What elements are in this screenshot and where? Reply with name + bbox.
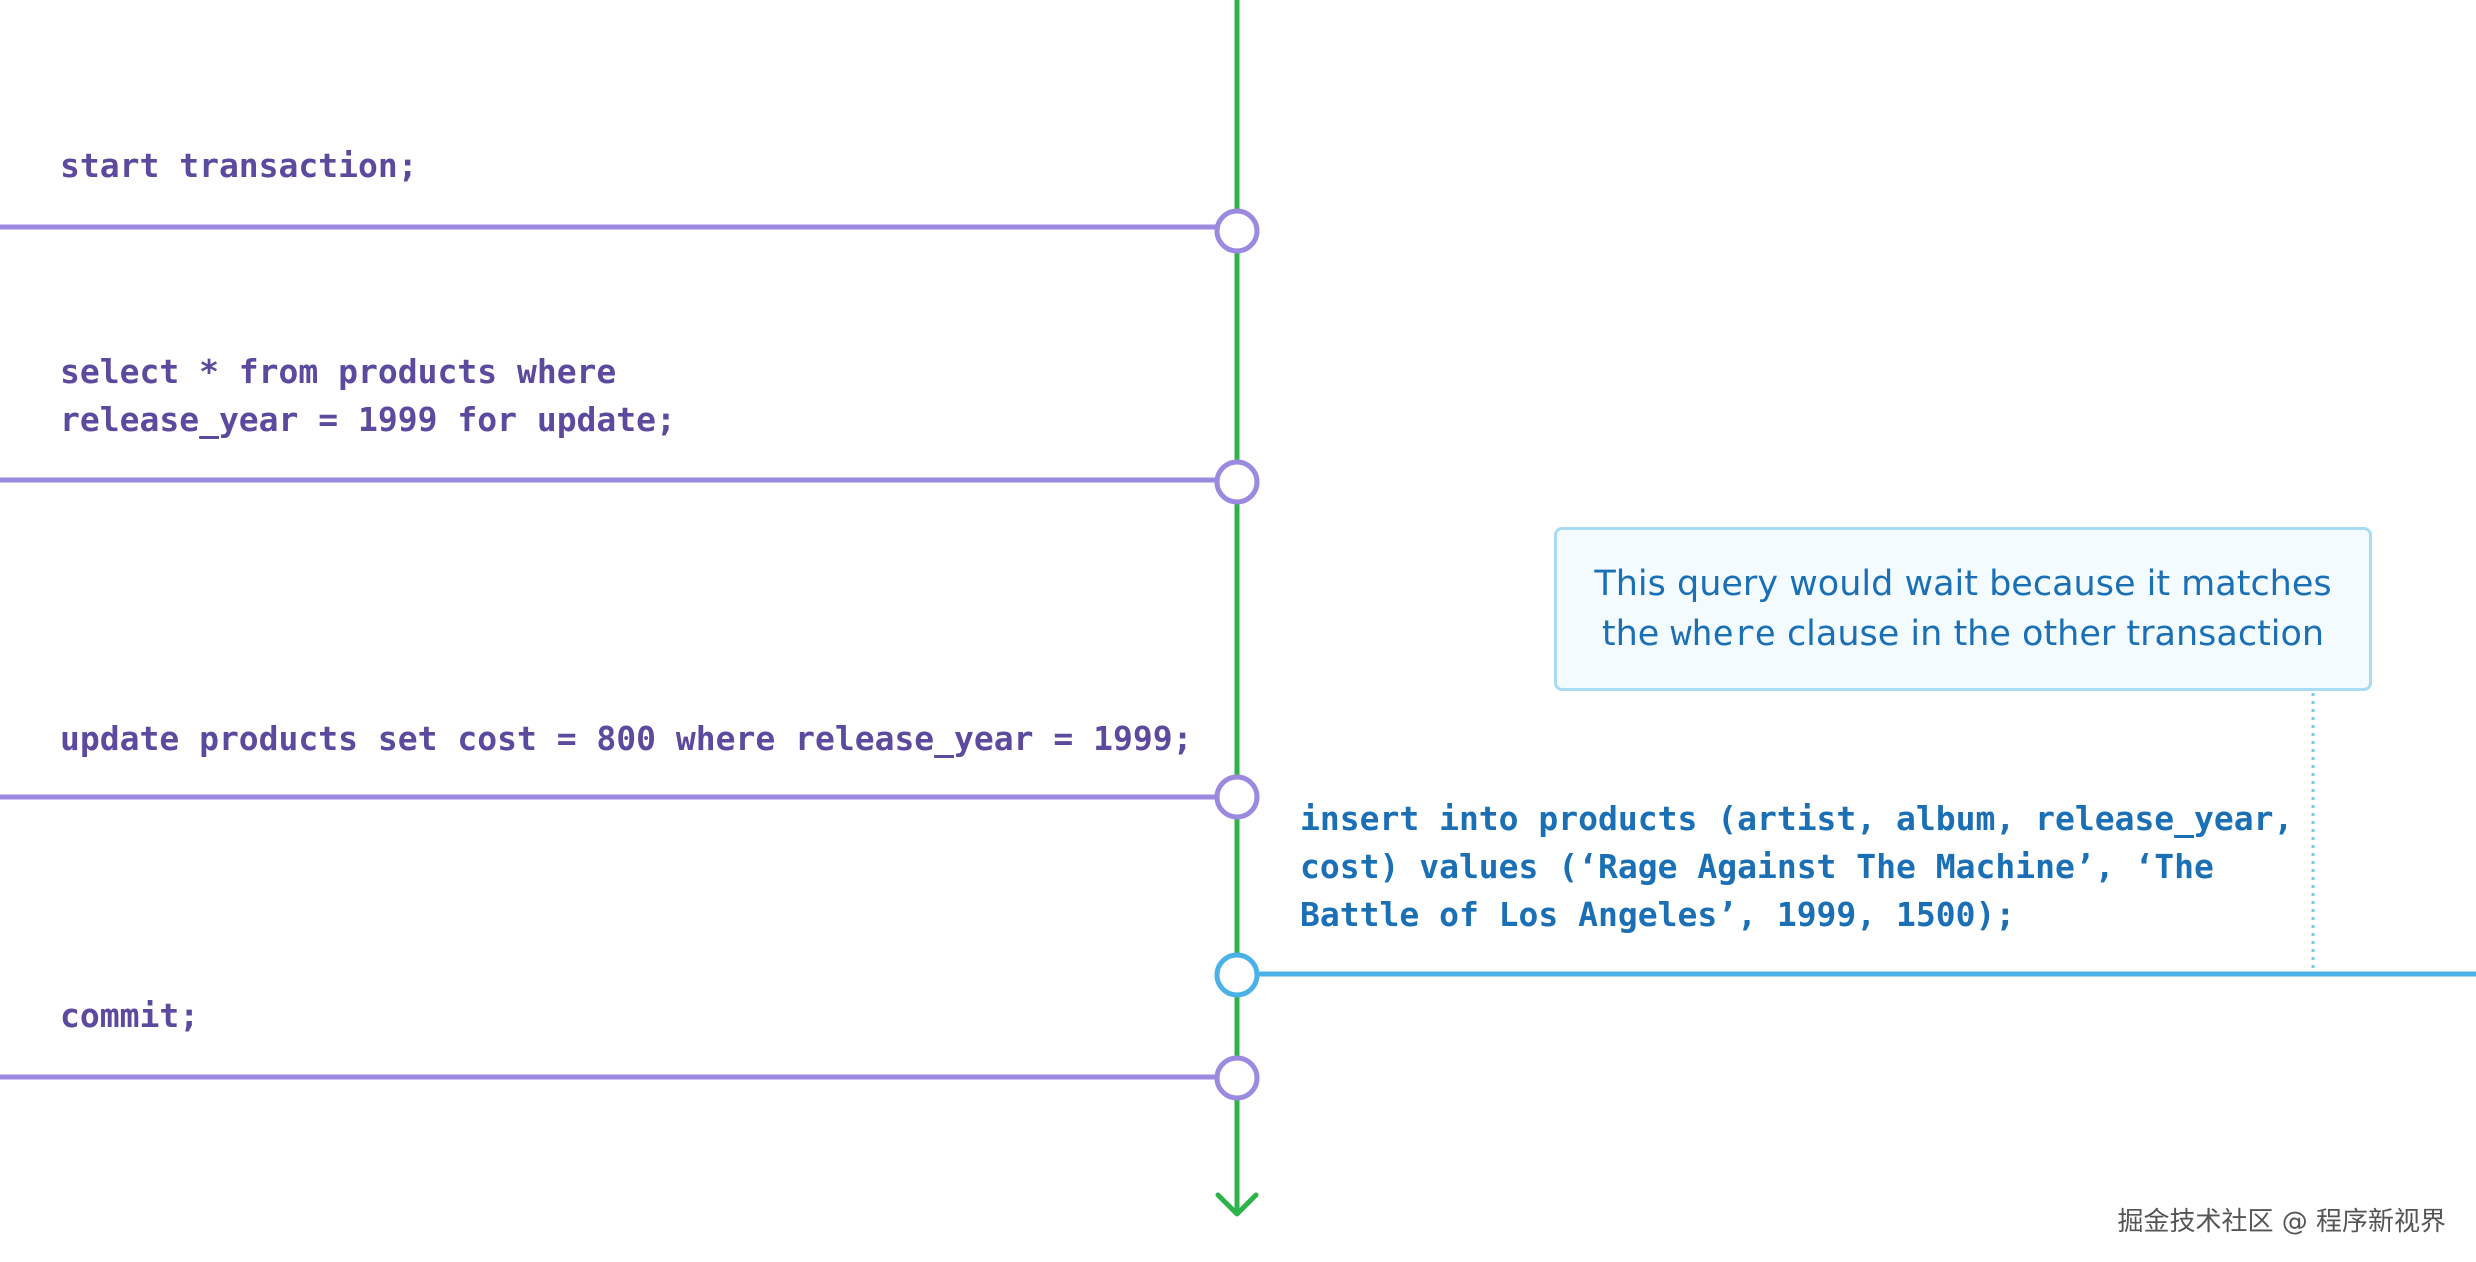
callout-line-2: the where clause in the other transactio… bbox=[1602, 609, 2324, 659]
callout-note: This query would wait because it matches… bbox=[1554, 527, 2372, 691]
left-event-node-2 bbox=[1214, 459, 1260, 505]
callout-text-prefix: the bbox=[1601, 614, 1671, 654]
left-event-node-1 bbox=[1214, 208, 1260, 254]
left-statement-update: update products set cost = 800 where rel… bbox=[60, 719, 1193, 758]
left-event-node-4 bbox=[1214, 1055, 1260, 1101]
left-statement-start-transaction: start transaction; bbox=[60, 146, 418, 185]
left-statement-select-for-update: select * from products where release_yea… bbox=[60, 352, 676, 439]
left-statement-commit: commit; bbox=[60, 996, 200, 1035]
watermark: 掘金技术社区 @ 程序新视界 bbox=[2117, 1207, 2446, 1237]
left-event-node-3 bbox=[1214, 774, 1260, 820]
callout-keyword-where: where bbox=[1670, 614, 1776, 654]
right-statement-insert: insert into products (artist, album, rel… bbox=[1300, 799, 2294, 934]
timeline-arrowhead bbox=[1215, 1192, 1259, 1217]
right-event-node-1 bbox=[1214, 952, 1260, 998]
callout-line-1: This query would wait because it matches bbox=[1594, 564, 2332, 604]
callout-text-suffix: clause in the other transaction bbox=[1775, 614, 2325, 654]
